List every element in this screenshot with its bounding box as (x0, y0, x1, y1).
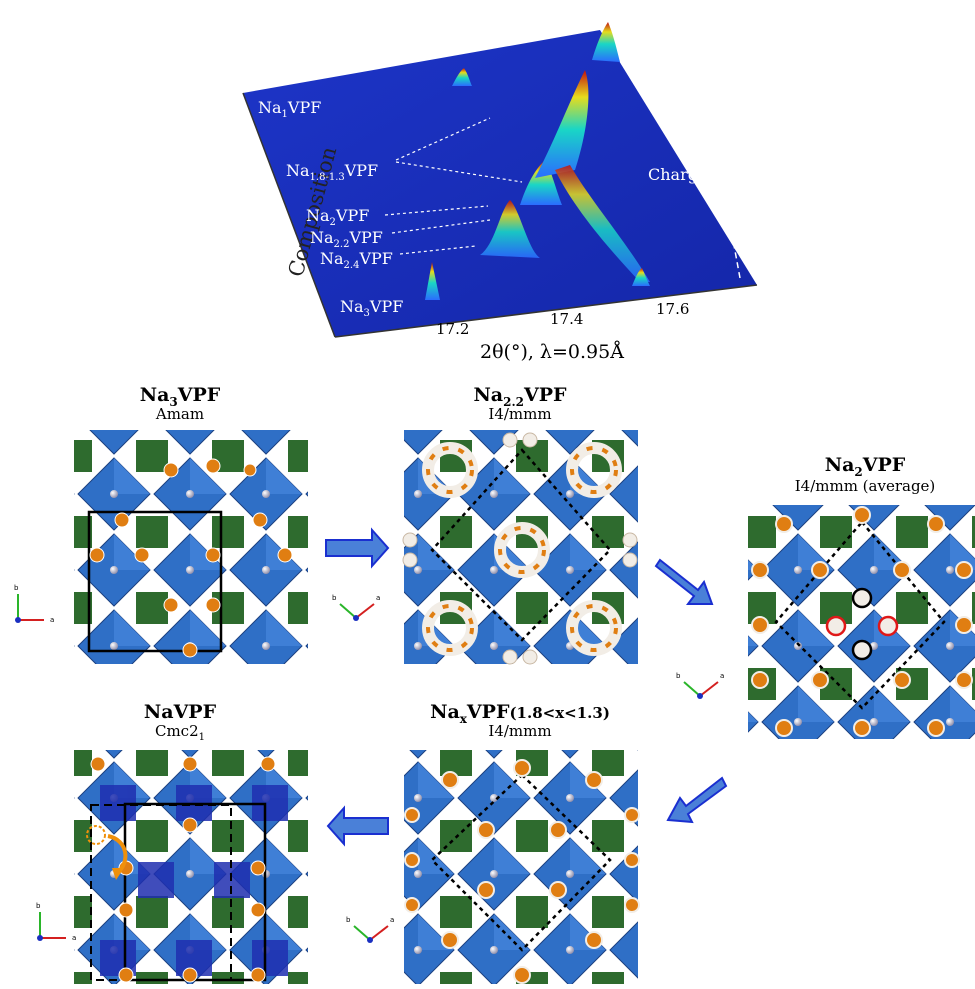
svg-text:b: b (346, 916, 351, 924)
na-atoms-nax (404, 759, 640, 984)
phase-group-na2: I4/mmm (average) (795, 477, 936, 495)
charge-label: Charge (648, 165, 707, 184)
phase-title-nax: NaxVPF(1.8<x<1.3) (430, 701, 610, 726)
unit-cell-na2 (774, 520, 946, 710)
peak-right-small (632, 268, 650, 286)
tick-label-174: 17.4 (550, 310, 583, 328)
phase-na2: Na2VPF I4/mmm (average) (748, 454, 975, 739)
svg-text:a: a (376, 594, 380, 602)
site-circle-left (825, 615, 847, 637)
axes-triad-na1: b a (36, 902, 76, 942)
phase-title-na22: Na2.2VPF (473, 384, 567, 409)
site-circle-right (877, 615, 899, 637)
svg-text:b: b (676, 672, 681, 680)
xrd-plot: Composition Na1VPF Na1.8-1.3VPF Na2VPF N… (242, 22, 758, 363)
peak-na1-small (452, 68, 472, 86)
arrow-na3-to-na22 (325, 527, 390, 569)
peak-na1 (592, 22, 620, 62)
arrow-nax-to-na1 (326, 805, 389, 847)
xrd-bottom-edge (334, 284, 758, 338)
peak-ridge-split (555, 165, 650, 282)
series-label-na18: Na1.8-1.3VPF (286, 161, 378, 183)
phase-nax: NaxVPF(1.8<x<1.3) I4/mmm (404, 701, 640, 984)
structure-na3 (74, 430, 308, 664)
tick-label-172: 17.2 (436, 320, 469, 338)
phase-group-na22: I4/mmm (488, 405, 551, 423)
svg-text:a: a (50, 616, 54, 624)
hop-arrowhead-na1 (112, 868, 124, 880)
na-atoms-na2 (751, 506, 973, 737)
structure-na22 (404, 430, 638, 664)
series-label-na22: Na2.2VPF (310, 228, 383, 250)
phase-group-na1: Cmc21 (155, 722, 205, 743)
arrow-na2-to-nax (666, 776, 728, 824)
phase-group-nax: I4/mmm (488, 722, 551, 740)
series-label-na24: Na2.4VPF (320, 249, 393, 271)
peak-na2 (520, 160, 562, 205)
tick-label-176: 17.6 (656, 300, 689, 318)
xrd-left-edge (242, 92, 336, 338)
xrd-xlabel: 2θ(°), λ=0.95Å (480, 341, 624, 363)
site-circle-top (851, 587, 873, 609)
phase-group-na3: Amam (155, 405, 204, 423)
svg-text:a: a (390, 916, 394, 924)
axes-triad-nax: b a (346, 916, 394, 943)
svg-text:a: a (720, 672, 724, 680)
na-edge-atoms-na22 (402, 432, 638, 665)
phase-title-na2: Na2VPF (825, 454, 906, 479)
unit-cell-na3 (87, 510, 223, 653)
peak-ridge-main (535, 70, 589, 178)
site-circle-bottom (851, 639, 873, 661)
flow-arrows (325, 527, 728, 847)
series-label-na1: Na1VPF (258, 98, 321, 120)
phase-title-na3: Na3VPF (140, 384, 221, 409)
axes-triad-na22: b a (332, 594, 380, 621)
unit-cell-nax (430, 773, 612, 952)
svg-text:a: a (72, 934, 76, 942)
series-label-na3: Na3VPF (340, 297, 403, 319)
axes-triad-na3: b a (14, 584, 54, 624)
series-label-na2: Na2VPF (306, 206, 369, 228)
axes-triad-na2: b a (676, 672, 724, 699)
svg-text:b: b (332, 594, 337, 602)
xrd-peaks (425, 22, 650, 300)
unit-cell-na22 (430, 448, 612, 642)
phase-na1: NaVPF Cmc21 (74, 701, 308, 984)
structure-na2 (748, 505, 975, 739)
phase-na3: Na3VPF Amam (74, 384, 308, 664)
peak-na3 (425, 262, 440, 300)
svg-text:b: b (14, 584, 19, 592)
arrow-na22-to-na2 (654, 558, 714, 605)
na-ring-accents-na22 (426, 446, 618, 652)
na-atoms-na3 (89, 458, 293, 658)
peak-na24-na22 (480, 200, 540, 258)
leader-lines (384, 117, 523, 255)
phase-title-na1: NaVPF (144, 701, 217, 723)
phase-na22: Na2.2VPF I4/mmm (402, 384, 638, 665)
charge-arrow (696, 58, 741, 279)
vacancy-circle-na1 (86, 825, 106, 845)
svg-text:b: b (36, 902, 41, 910)
